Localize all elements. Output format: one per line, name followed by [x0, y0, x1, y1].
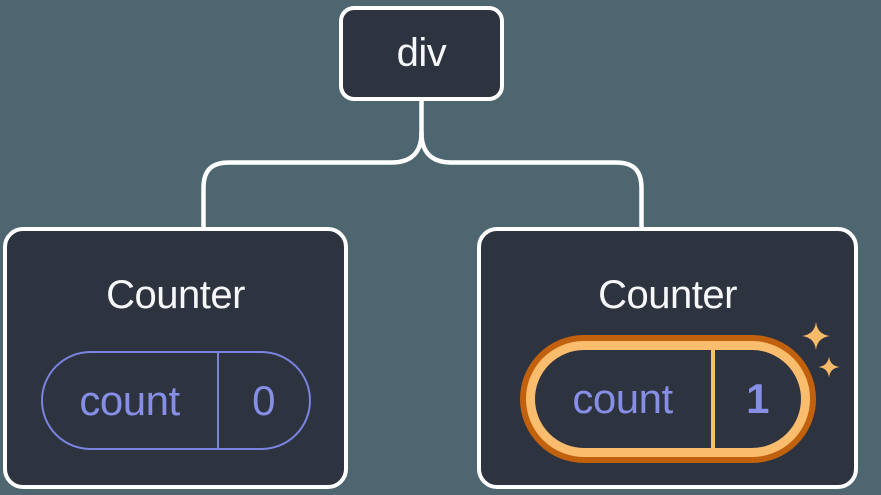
root-node-div: div: [339, 6, 504, 101]
sparkles-decoration: [802, 322, 840, 378]
component-title: Counter: [598, 273, 737, 317]
state-key-label: count: [535, 350, 715, 448]
connector-left-branch: [201, 130, 424, 231]
state-value: 0: [252, 376, 275, 424]
component-title: Counter: [106, 273, 245, 317]
root-node-label: div: [396, 31, 447, 75]
state-pill-highlighted: count 1: [525, 341, 810, 457]
component-card-counter-left: Counter count 0: [3, 227, 348, 489]
connector-right-branch: [419, 130, 644, 231]
state-key-label: count: [43, 353, 219, 448]
state-value: 1: [746, 375, 769, 422]
sparkle-icon: [802, 322, 830, 350]
state-pill: count 0: [40, 351, 311, 450]
component-card-counter-right: Counter count 1: [477, 227, 858, 489]
sparkle-icon: [818, 356, 840, 378]
